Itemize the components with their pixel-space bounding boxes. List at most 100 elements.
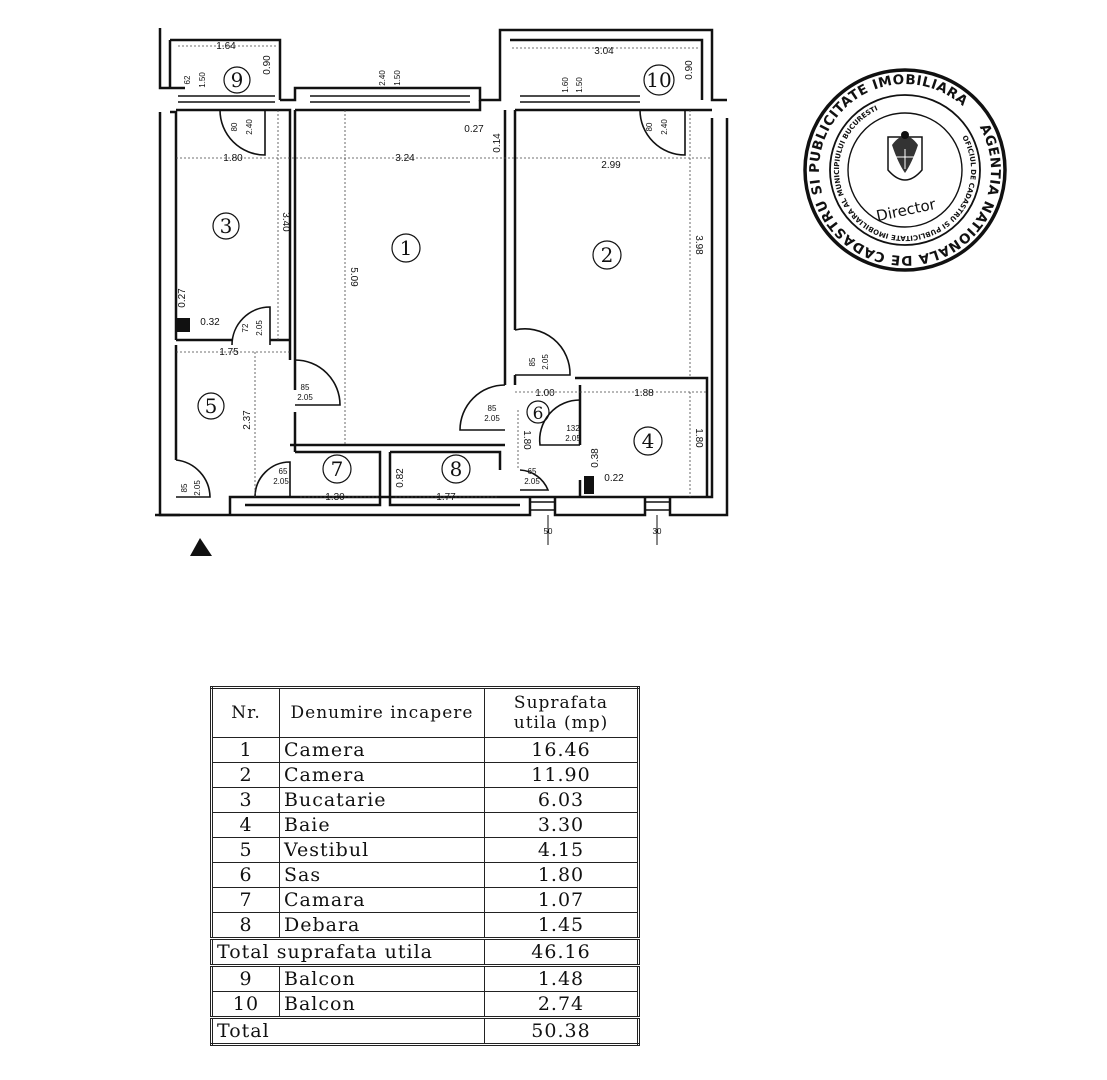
total-area: 50.38: [484, 1016, 639, 1045]
dimension-label: 0.90: [684, 60, 695, 80]
row-room-name: Camara: [279, 887, 485, 913]
row-area: 1.48: [484, 964, 639, 992]
dimension-label: 1.50: [575, 77, 584, 93]
row-area: 1.07: [484, 887, 639, 913]
row-area: 3.30: [484, 812, 639, 838]
row-area: 2.74: [484, 991, 639, 1018]
row-nr: 4: [211, 812, 280, 838]
dimension-label: 3.04: [594, 46, 614, 57]
dimension-label: 2.40: [378, 70, 387, 86]
dimension-labels: 1.64 0.90 62 1.50 80 2.40 2.40 1.50 3.04…: [177, 41, 704, 536]
stamp-inner-text: OFICIUL DE CADASTRU SI PUBLICITATE IMOBI…: [833, 104, 977, 242]
subtotal-row: Total suprafata utila 46.16: [211, 937, 639, 966]
row-room-name: Camera: [279, 762, 485, 788]
dimension-label: 2.05: [193, 480, 202, 496]
row-nr: 3: [211, 787, 280, 813]
dimension-label: 2.05: [565, 434, 581, 443]
dimension-label: 0.82: [395, 468, 406, 488]
shaft-marker: [584, 476, 594, 494]
dimension-label: 2.99: [601, 160, 621, 171]
dimension-label: 2.05: [484, 414, 500, 423]
dimension-label: 85: [301, 383, 310, 392]
dimension-ticks: [547, 515, 658, 545]
row-area: 1.45: [484, 912, 639, 939]
dimension-label: 72: [241, 323, 250, 332]
dimension-label: 0.27: [464, 124, 484, 135]
row-nr: 6: [211, 862, 280, 888]
row-nr: 5: [211, 837, 280, 863]
dimension-label: 1.80: [223, 153, 243, 164]
room-number: 2: [601, 243, 614, 267]
room-number: 9: [231, 68, 244, 92]
dimension-label: 1.50: [198, 72, 207, 88]
dimension-label: 2.05: [524, 477, 540, 486]
entrance-arrow-icon: [190, 538, 212, 556]
subtotal-label: Total suprafata utila: [211, 937, 485, 966]
room-number: 6: [533, 404, 544, 424]
row-nr: 8: [211, 912, 280, 939]
row-nr: 1: [211, 737, 280, 763]
total-row: Total 50.38: [211, 1016, 639, 1045]
row-nr: 9: [211, 964, 280, 992]
dimension-label: 0.27: [177, 288, 188, 308]
header-area: Suprafata utila (mp): [484, 687, 639, 738]
dimension-label: 62: [183, 75, 192, 84]
row-nr: 7: [211, 887, 280, 913]
row-nr: 10: [211, 991, 280, 1018]
dimension-label: 85: [488, 404, 497, 413]
room-number: 3: [220, 214, 233, 238]
dimension-label: 0.22: [604, 473, 624, 484]
dimension-label: 3.24: [395, 153, 415, 164]
dimension-label: 80: [645, 122, 654, 131]
dimension-label: 85: [180, 483, 189, 492]
dimension-label: 2.05: [255, 320, 264, 336]
room-number: 10: [646, 68, 671, 92]
room-number: 4: [642, 429, 655, 453]
dimension-label: 1.80: [521, 430, 532, 450]
row-area: 6.03: [484, 787, 639, 813]
dimension-label: 65: [528, 467, 537, 476]
row-area: 4.15: [484, 837, 639, 863]
dimension-label: 1.77: [436, 492, 456, 503]
shaft-marker: [176, 318, 190, 332]
row-area: 16.46: [484, 737, 639, 763]
door-arcs: [175, 109, 686, 498]
dimension-label: 0.90: [262, 55, 273, 75]
row-room-name: Balcon: [279, 991, 485, 1018]
dimension-label: 1.00: [535, 388, 555, 399]
coat-of-arms-icon: [887, 131, 923, 181]
dimension-label: 0.38: [590, 448, 601, 468]
subtotal-area: 46.16: [484, 937, 639, 966]
room-number: 8: [450, 457, 463, 481]
dimension-label: 0.14: [492, 133, 503, 153]
dimension-label: 1.30: [325, 492, 345, 503]
dimension-label: 2.40: [245, 119, 254, 135]
header-nr: Nr.: [211, 687, 280, 738]
room-number: 5: [205, 394, 218, 418]
row-room-name: Vestibul: [279, 837, 485, 863]
row-room-name: Baie: [279, 812, 485, 838]
dimension-label: 2.37: [242, 410, 253, 430]
row-room-name: Sas: [279, 862, 485, 888]
row-room-name: Debara: [279, 912, 485, 939]
row-room-name: Balcon: [279, 964, 485, 992]
row-nr: 2: [211, 762, 280, 788]
dimension-label: 3.98: [693, 235, 704, 255]
row-room-name: Camera: [279, 737, 485, 763]
floor-plan: 9 10 3 1 2 5 6 4 7 8 1.64 0.90 62 1.50 8…: [155, 28, 729, 556]
row-area: 1.80: [484, 862, 639, 888]
dimension-lines: [176, 45, 712, 498]
table-header-row: Nr. Denumire incapere Suprafata utila (m…: [211, 687, 639, 738]
row-room-name: Bucatarie: [279, 787, 485, 813]
header-room-name: Denumire incapere: [279, 687, 485, 738]
stamp-center-text: Director: [875, 195, 938, 225]
dimension-label: 2.40: [660, 119, 669, 135]
